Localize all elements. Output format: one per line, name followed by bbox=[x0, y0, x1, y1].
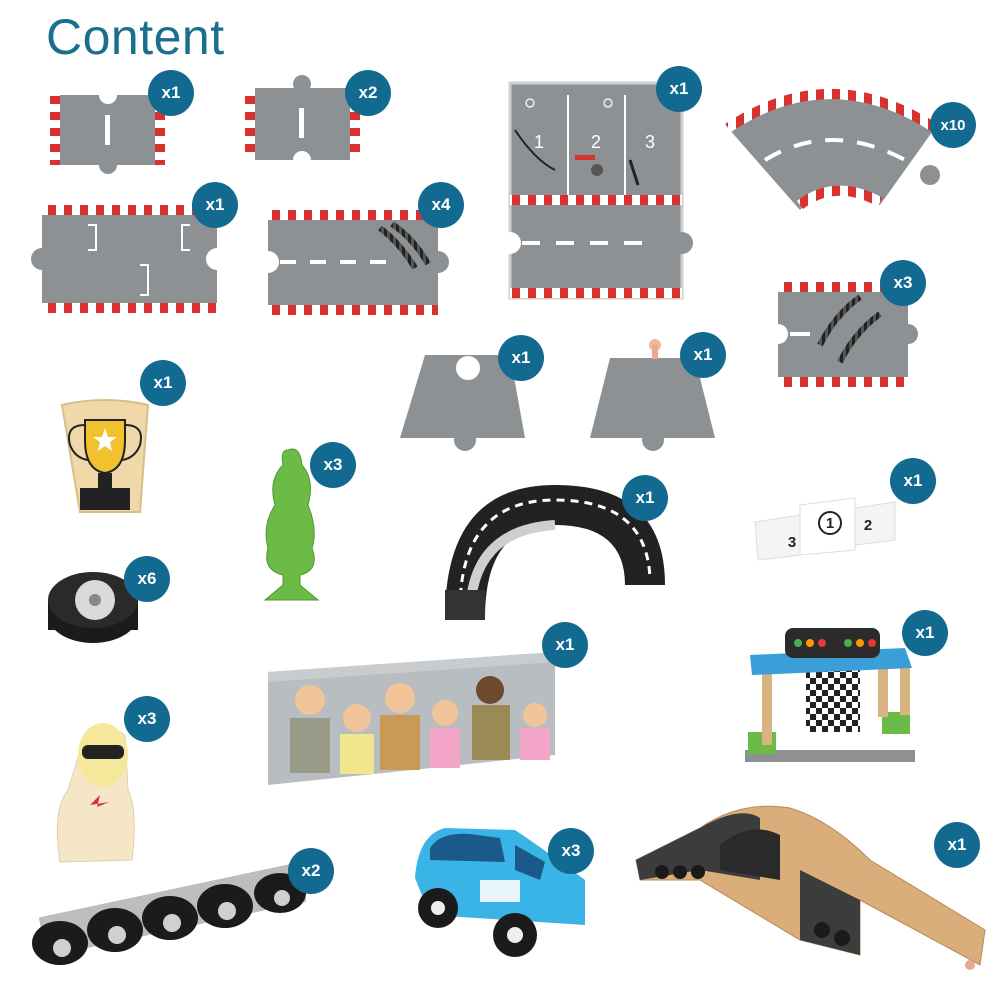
quantity-badge: x1 bbox=[140, 360, 186, 406]
quantity-badge: x1 bbox=[890, 458, 936, 504]
quantity-badge: x3 bbox=[548, 828, 594, 874]
tire-arch bbox=[445, 485, 665, 620]
ramp-connector-right bbox=[590, 339, 715, 451]
tire-barrier bbox=[32, 862, 307, 965]
quantity-badge: x2 bbox=[345, 70, 391, 116]
quantity-badge: x2 bbox=[288, 848, 334, 894]
start-grid-track bbox=[31, 205, 228, 313]
pit-number: 2 bbox=[591, 132, 601, 152]
quantity-badge: x1 bbox=[680, 332, 726, 378]
tire bbox=[48, 572, 138, 643]
quantity-badge: x1 bbox=[498, 335, 544, 381]
quantity-badge: x3 bbox=[124, 696, 170, 742]
podium bbox=[754, 497, 896, 561]
start-gantry bbox=[745, 628, 915, 762]
quantity-badge: x1 bbox=[656, 66, 702, 112]
quantity-badge: x6 bbox=[124, 556, 170, 602]
driver-figure bbox=[56, 723, 135, 863]
podium-number: 1 bbox=[826, 515, 834, 532]
race-car bbox=[415, 828, 585, 957]
straight-track-skid-marks bbox=[257, 210, 449, 315]
quantity-badge: x3 bbox=[880, 260, 926, 306]
podium-number: 2 bbox=[864, 517, 872, 534]
quantity-badge: x1 bbox=[622, 475, 668, 521]
quantity-badge: x1 bbox=[148, 70, 194, 116]
quantity-badge: x4 bbox=[418, 182, 464, 228]
curved-track bbox=[725, 89, 940, 210]
page-title: Content bbox=[46, 9, 225, 65]
spectator-figures bbox=[290, 676, 550, 774]
trophy-block bbox=[60, 399, 150, 513]
pit-number: 1 bbox=[534, 132, 544, 152]
quantity-badge: x3 bbox=[310, 442, 356, 488]
bridge-ramp bbox=[635, 805, 986, 970]
short-straight-track bbox=[50, 86, 165, 174]
tree bbox=[263, 448, 320, 601]
podium-number: 3 bbox=[788, 534, 796, 551]
spectator-panel bbox=[268, 652, 555, 785]
short-straight-track-double bbox=[245, 75, 360, 169]
quantity-badge: x1 bbox=[934, 822, 980, 868]
pit-lane-track bbox=[499, 81, 693, 300]
ramp-connector-left bbox=[400, 355, 525, 451]
quantity-badge: x10 bbox=[930, 102, 976, 148]
pit-number: 3 bbox=[645, 132, 655, 152]
quantity-badge: x1 bbox=[192, 182, 238, 228]
quantity-badge: x1 bbox=[902, 610, 948, 656]
quantity-badge: x1 bbox=[542, 622, 588, 668]
